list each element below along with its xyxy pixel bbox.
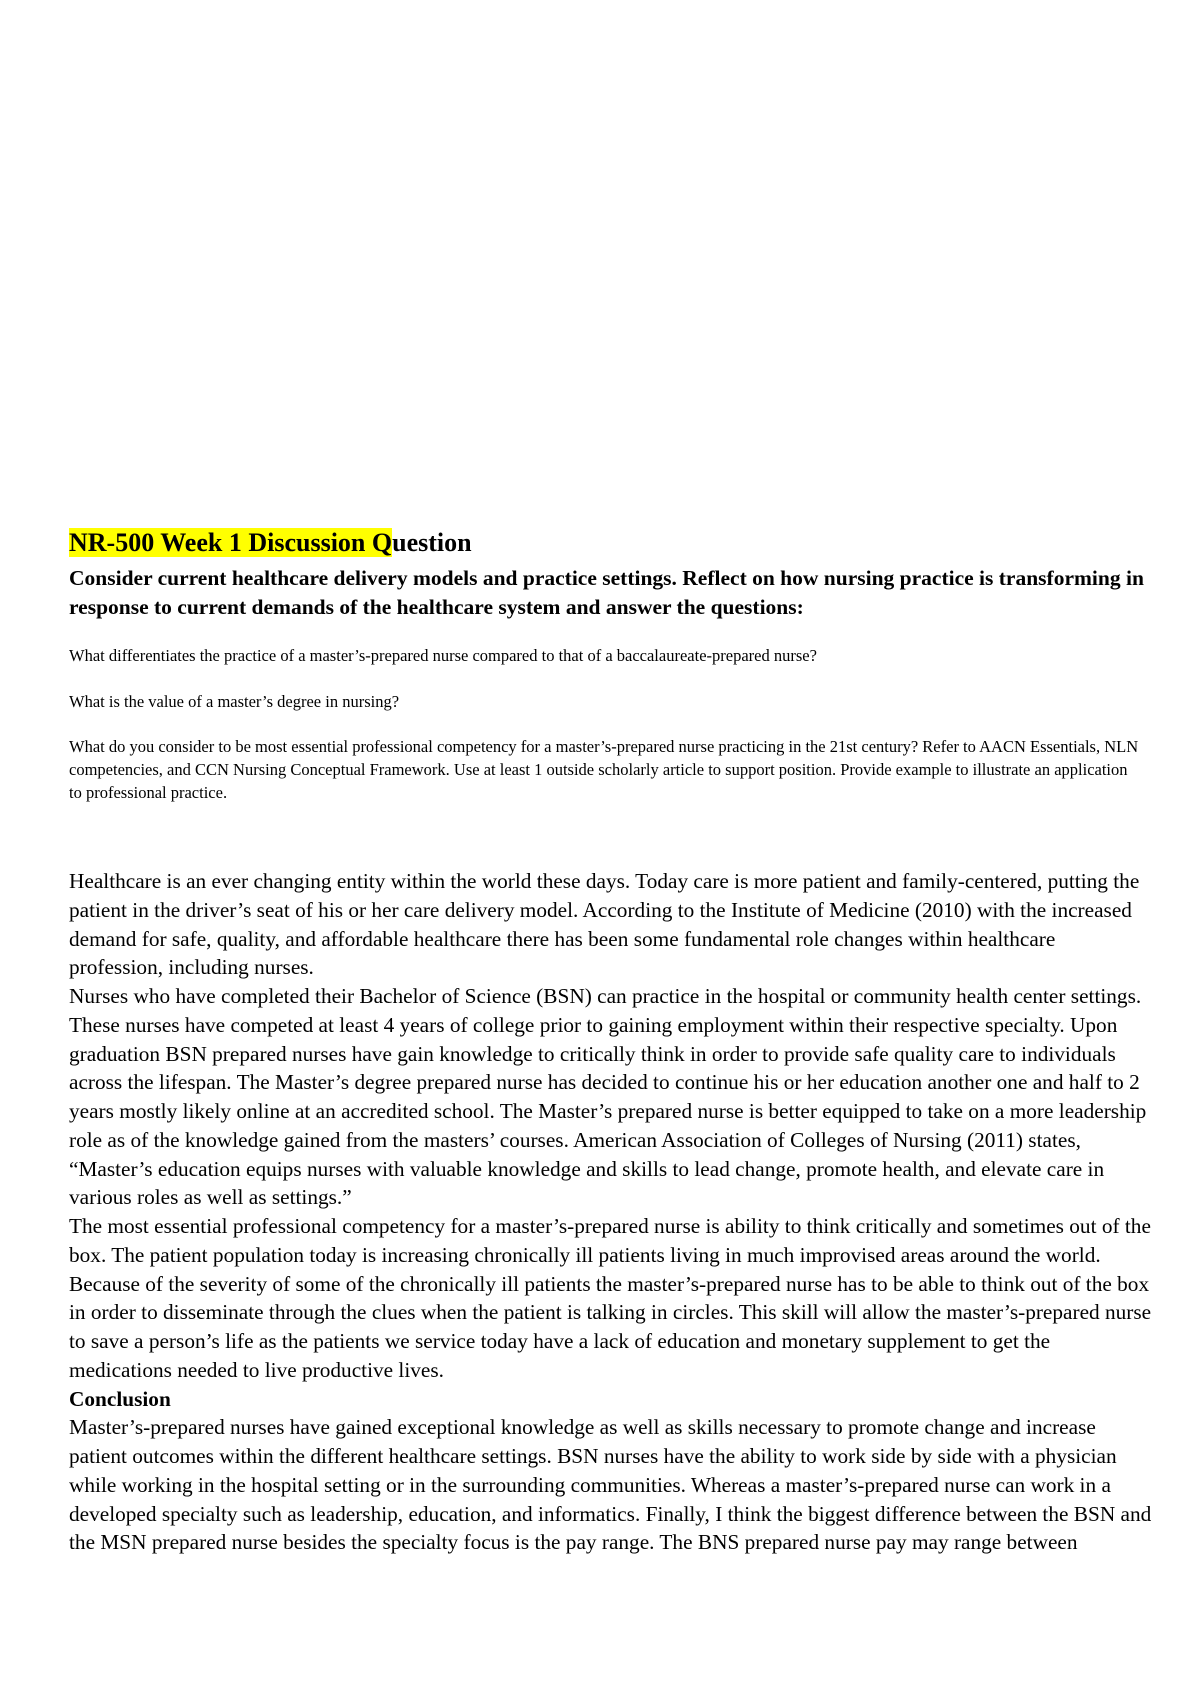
conclusion-paragraph: Master’s-prepared nurses have gained exc… xyxy=(69,1415,1152,1555)
discussion-prompt: Consider current healthcare delivery mod… xyxy=(69,566,1144,619)
document-title: NR-500 Week 1 Discussion Question xyxy=(69,526,472,560)
title-highlighted-text: NR-500 Week 1 Discussion Q xyxy=(69,528,393,557)
response-paragraph-2: Nurses who have completed their Bachelor… xyxy=(69,984,1147,1210)
question-1: What differentiates the practice of a ma… xyxy=(69,646,817,665)
response-paragraph-1: Healthcare is an ever changing entity wi… xyxy=(69,869,1140,980)
response-paragraph-3: The most essential professional competen… xyxy=(69,1214,1152,1382)
title-rest-text: uestion xyxy=(392,528,472,557)
response-body: Healthcare is an ever changing entity wi… xyxy=(69,867,1154,1557)
question-2: What is the value of a master’s degree i… xyxy=(69,692,400,711)
question-3: What do you consider to be most essentia… xyxy=(69,737,1139,802)
conclusion-heading: Conclusion xyxy=(69,1386,171,1411)
